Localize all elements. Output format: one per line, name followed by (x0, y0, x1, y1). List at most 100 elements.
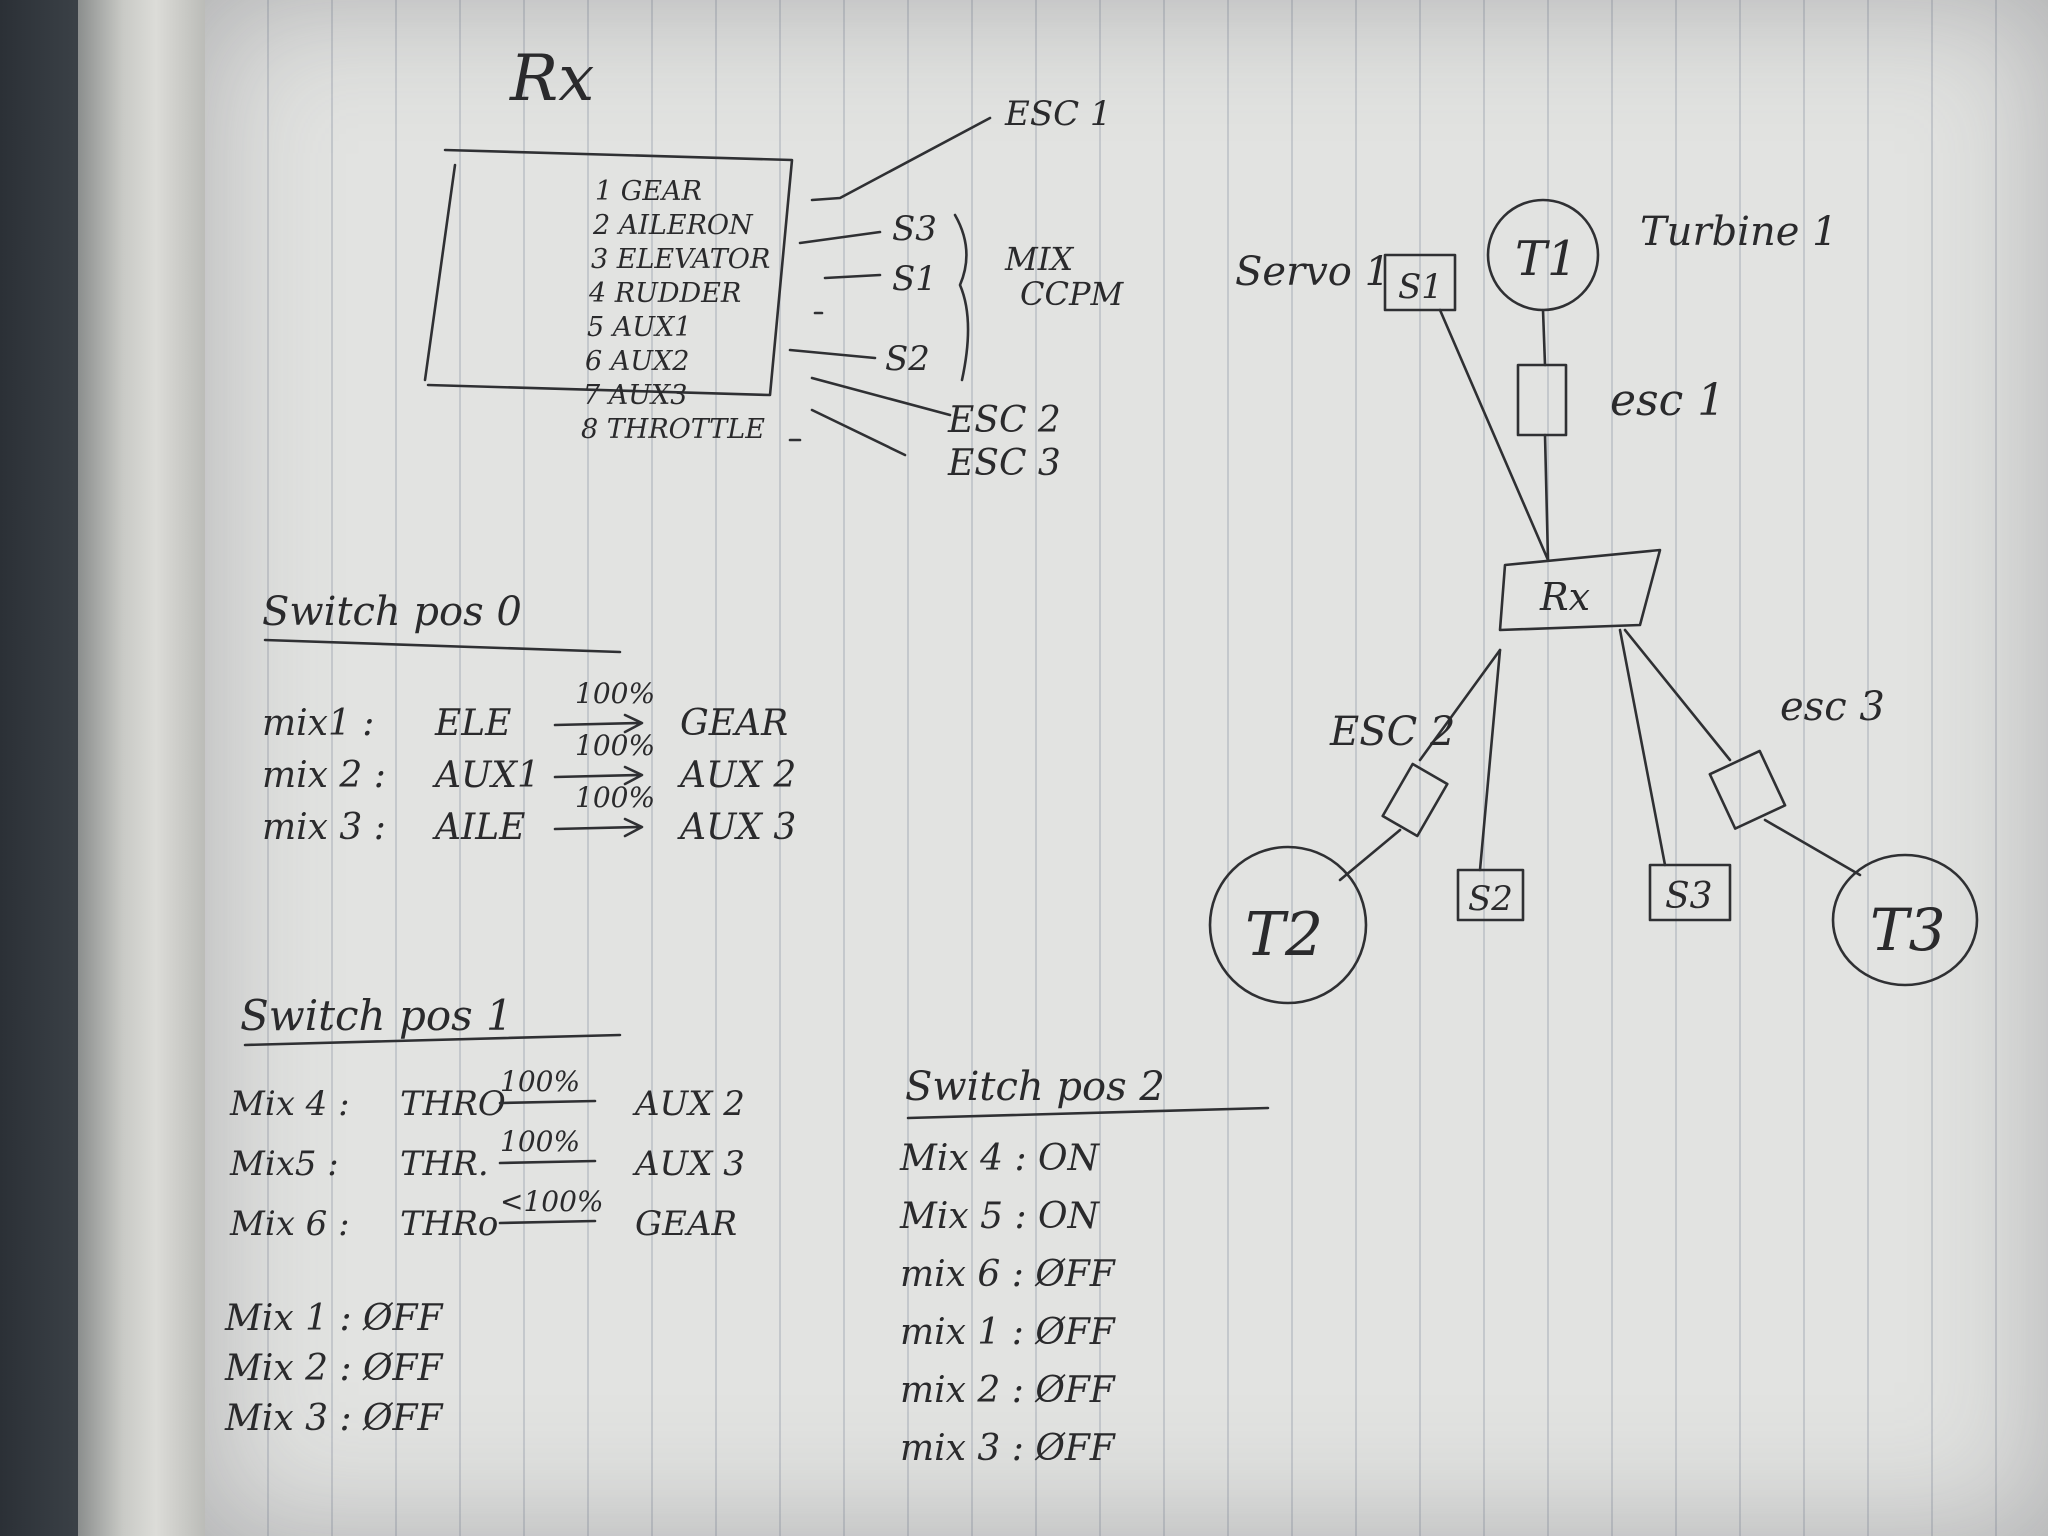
switch2-mix-row: mix 3 : ØFF (900, 1428, 1117, 1469)
switch0-arrow (553, 817, 644, 838)
switch1-mix-to: AUX 3 (632, 1144, 745, 1184)
wire-esc3 (810, 408, 907, 457)
switch1-arrow (498, 1219, 597, 1225)
wiring-diagram: Servo 1 S1 T1 Turbine 1 esc 1 Rx ESC 2 e… (1208, 198, 1979, 1005)
servo1-box (1383, 253, 1457, 312)
switch0-mix-name: mix 2 : (262, 755, 386, 796)
wire-esc1-rx (1543, 433, 1550, 562)
switch1-mix-from: THRo (400, 1204, 498, 1244)
label-ccpm: CCPM (1020, 275, 1125, 313)
rx-diagram-box (1498, 548, 1662, 632)
esc2-box (1381, 762, 1449, 838)
switch0-mix-name: mix1 : (262, 703, 374, 744)
wire-rx-s3 (1618, 628, 1667, 867)
label-esc1: ESC 1 (1004, 94, 1112, 134)
turbine3-text: T3 (1870, 896, 1946, 964)
wire-esc2-t2 (1338, 828, 1402, 882)
switch1-mix-pct: <100% (500, 1185, 604, 1218)
wire-esc3-t3 (1763, 818, 1862, 877)
label-s2: S2 (885, 339, 930, 379)
label-s1: S1 (892, 259, 937, 299)
notebook-page (205, 0, 2048, 1536)
rx-title: Rx (509, 42, 594, 116)
switch2-mix-row: Mix 4 : ON (899, 1138, 1101, 1179)
turbine2-circle (1208, 845, 1368, 1005)
switch0-mix-pct: 100% (575, 677, 655, 710)
switch1-mix-pct: 100% (500, 1065, 580, 1098)
servo1-label: Servo 1 (1235, 249, 1390, 295)
wire-rx-esc2 (1418, 648, 1502, 762)
rx-channel-2: 2 AILERON (592, 210, 754, 241)
switch2-mix-row: Mix 5 : ON (899, 1196, 1101, 1237)
rx-channel-5: 5 AUX1 (587, 312, 691, 343)
rx-diagram-text: Rx (1539, 575, 1590, 619)
switch1-underline (243, 1033, 622, 1047)
rx-channel-6: 6 AUX2 (585, 346, 689, 377)
switch1-mix-to: AUX 2 (632, 1084, 745, 1124)
switch2-underline (906, 1106, 1270, 1120)
esc3-label: esc 3 (1780, 684, 1885, 730)
switch-pos-0: Switch pos 0 mix1 : ELE 100% GEAR mix 2 : AUX… (262, 589, 796, 848)
switch1-off-row: Mix 3 : ØFF (224, 1398, 445, 1439)
label-esc2: ESC 2 (947, 400, 1061, 441)
switch1-mix-pct: 100% (500, 1125, 580, 1158)
switch2-mix-row: mix 6 : ØFF (900, 1254, 1117, 1295)
rx-channel-8: 8 THROTTLE (581, 414, 765, 445)
esc1-box (1516, 363, 1568, 437)
servo2-text: S2 (1468, 879, 1513, 919)
wire-s3 (798, 230, 882, 245)
switch0-underline (263, 638, 622, 654)
switch2-mix-row: mix 1 : ØFF (900, 1312, 1117, 1353)
turbine1-label: Turbine 1 (1640, 209, 1838, 255)
switch1-off-row: Mix 2 : ØFF (224, 1348, 445, 1389)
rx-channel-4: 4 RUDDER (588, 278, 741, 309)
label-esc3: ESC 3 (947, 443, 1061, 484)
wire-rx-esc3 (1623, 628, 1732, 762)
rx-channel-1: 1 GEAR (595, 176, 702, 207)
switch1-title: Switch pos 1 (240, 991, 513, 1040)
switch0-arrow (553, 713, 644, 734)
switch0-mix-to: GEAR (680, 703, 788, 744)
wire-rx-s2 (1478, 648, 1502, 872)
label-mix: MIX (1004, 240, 1074, 278)
esc3-box (1708, 749, 1787, 830)
switch1-mix-name: Mix5 : (229, 1144, 339, 1184)
rx-box (426, 148, 794, 397)
switch0-mix-from: ELE (434, 703, 511, 744)
turbine1-text: T1 (1515, 231, 1578, 287)
wire-esc1 (810, 116, 992, 202)
switch1-mix-name: Mix 4 : (229, 1084, 350, 1124)
switch0-mix-from: AUX1 (432, 755, 540, 796)
wire-s2 (788, 348, 877, 360)
wire-s1 (823, 273, 882, 280)
servo3-box (1648, 863, 1732, 922)
esc1-label: esc 1 (1610, 375, 1725, 426)
switch-pos-2: Switch pos 2 Mix 4 : ON Mix 5 : ON mix 6 :… (899, 1064, 1270, 1469)
rx-box-left (423, 163, 457, 382)
switch0-mix-to: AUX 2 (677, 755, 796, 796)
switch1-off-row: Mix 1 : ØFF (224, 1298, 445, 1339)
turbine2-text: T2 (1245, 900, 1323, 970)
notebook-edge (78, 0, 208, 1536)
switch1-mix-name: Mix 6 : (229, 1204, 350, 1244)
servo1-text: S1 (1398, 267, 1443, 307)
switch0-mix-pct: 100% (575, 729, 655, 762)
wire-t1-esc1 (1541, 308, 1547, 367)
switch0-mix-from: AILE (432, 807, 525, 848)
wire-esc2 (810, 376, 952, 417)
switch0-mix-name: mix 3 : (262, 807, 386, 848)
switch0-arrow (553, 765, 644, 786)
switch1-arrow (498, 1159, 597, 1165)
switch2-title: Switch pos 2 (905, 1064, 1165, 1110)
wire-s1-rx (1438, 308, 1550, 562)
label-s3: S3 (892, 209, 937, 249)
switch1-arrow (498, 1099, 597, 1105)
switch0-mix-pct: 100% (575, 781, 655, 814)
background-shadow (0, 0, 80, 1536)
rx-channel-3: 3 ELEVATOR (591, 244, 770, 275)
switch1-mix-to: GEAR (635, 1204, 737, 1244)
switch0-title: Switch pos 0 (262, 589, 522, 635)
switch1-mix-from: THR. (400, 1144, 489, 1184)
